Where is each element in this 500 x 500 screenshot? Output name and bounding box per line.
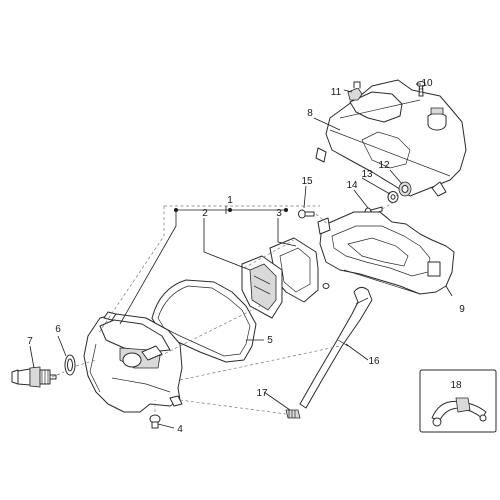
- callout-13: 13: [361, 169, 373, 180]
- callout-labels: 1 2 3 4 5 6 7 8 9 10 11 12 13 14 15 16 1…: [27, 78, 465, 435]
- main-head-cover[interactable]: [83, 311, 183, 413]
- part-11-breather-fitting[interactable]: [347, 81, 363, 101]
- callout-2: 2: [202, 208, 208, 219]
- callout-18: 18: [450, 380, 462, 391]
- part-9-deflector-cover[interactable]: [317, 211, 455, 295]
- callout-4: 4: [177, 424, 183, 435]
- callout-14: 14: [346, 180, 358, 191]
- callout-8: 8: [307, 108, 313, 119]
- callout-1: 1: [227, 195, 233, 206]
- callout-17: 17: [256, 388, 268, 399]
- part-15-screw[interactable]: [298, 209, 315, 219]
- assembly-lines: [51, 191, 401, 415]
- callout-6: 6: [55, 324, 61, 335]
- callout-5: 5: [267, 335, 273, 346]
- callout-12: 12: [378, 160, 390, 171]
- callout-10: 10: [421, 78, 433, 89]
- part-6-o-ring[interactable]: [64, 354, 76, 376]
- part-8-cylinder-head-cover[interactable]: [315, 79, 467, 197]
- callout-15: 15: [301, 176, 313, 187]
- part-16-breather-hose[interactable]: [299, 286, 373, 409]
- callout-3: 3: [276, 208, 282, 219]
- callout-9: 9: [459, 304, 465, 315]
- leader-lines: [29, 83, 453, 429]
- part-17-hose-clamp[interactable]: [285, 409, 301, 419]
- part-18-clip[interactable]: [431, 397, 487, 427]
- part-7-spark-plug[interactable]: [11, 366, 57, 388]
- callout-11: 11: [331, 87, 342, 98]
- part-12-plug[interactable]: [398, 181, 412, 197]
- callout-7: 7: [27, 336, 33, 347]
- part-4-bolt[interactable]: [149, 414, 161, 429]
- callout-16: 16: [368, 356, 380, 367]
- part-2-valve-plate[interactable]: [241, 255, 283, 319]
